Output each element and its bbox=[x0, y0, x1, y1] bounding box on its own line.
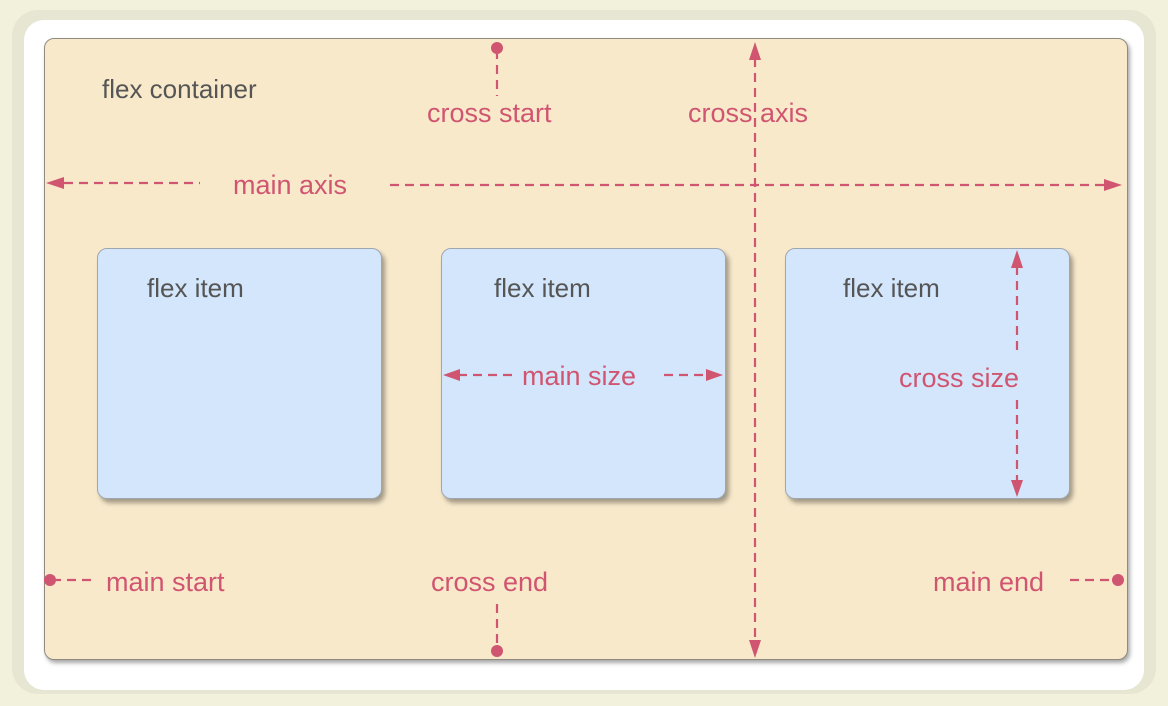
cross-end-dot-icon bbox=[491, 645, 503, 657]
main-axis-label: main axis bbox=[233, 170, 348, 200]
cross-axis-arrow-top-icon bbox=[749, 42, 761, 60]
cross-start-label: cross start bbox=[427, 98, 552, 128]
cross-size-label: cross size bbox=[899, 363, 1020, 393]
main-start-label: main start bbox=[106, 567, 225, 597]
cross-start-dot-icon bbox=[491, 42, 503, 54]
flex-item-1-label: flex item bbox=[147, 273, 244, 303]
flex-item-3-label: flex item bbox=[843, 273, 940, 303]
main-end-label: main end bbox=[933, 567, 1045, 597]
flex-item-2 bbox=[441, 248, 726, 499]
flex-item-1 bbox=[97, 248, 382, 499]
main-start-dot-icon bbox=[44, 574, 56, 586]
flex-container-label: flex container bbox=[102, 74, 257, 104]
main-axis-arrow-left-icon bbox=[46, 177, 64, 189]
main-axis-arrow-right-icon bbox=[1104, 179, 1122, 191]
cross-end-label: cross end bbox=[431, 567, 549, 597]
cross-axis-label: cross axis bbox=[688, 98, 809, 128]
cross-size-arrow-bottom-icon bbox=[1011, 480, 1023, 497]
main-size-arrow-right-icon bbox=[706, 369, 723, 381]
flex-item-3 bbox=[785, 248, 1070, 499]
main-size-arrow-left-icon bbox=[443, 369, 460, 381]
main-end-dot-icon bbox=[1112, 574, 1124, 586]
flex-item-2-label: flex item bbox=[494, 273, 591, 303]
cross-axis-arrow-bottom-icon bbox=[749, 640, 761, 658]
main-size-label: main size bbox=[522, 361, 637, 391]
cross-size-arrow-top-icon bbox=[1011, 250, 1023, 268]
